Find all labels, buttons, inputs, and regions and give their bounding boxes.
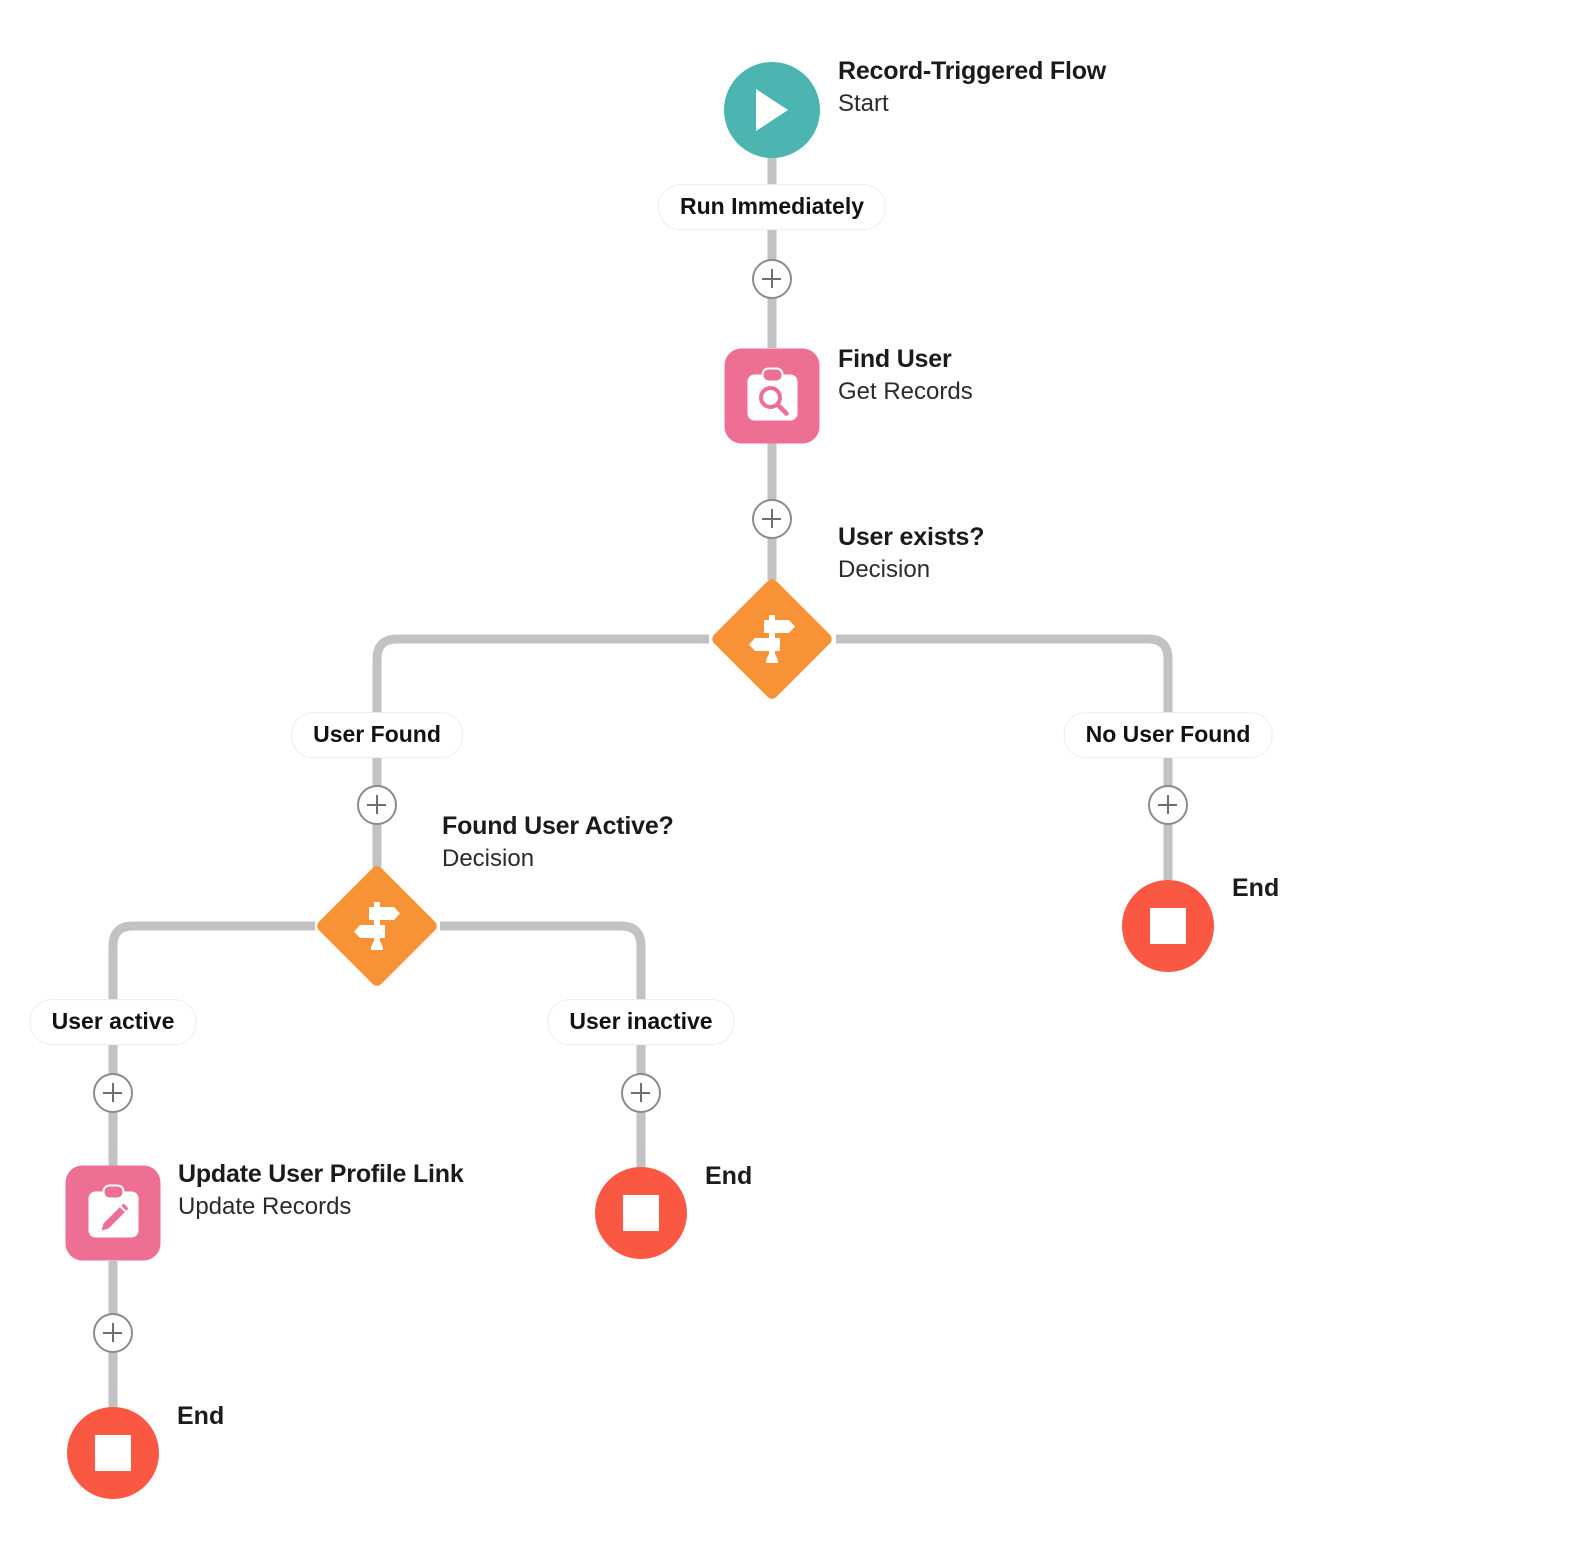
add-element-button-user-found-branch[interactable] [357, 785, 397, 825]
end-node-label-user-inactive: End [705, 1162, 753, 1190]
update-user-profile-link-subtitle: Update Records [178, 1192, 352, 1220]
stop-square-icon [1150, 908, 1186, 944]
end-node-label-no-user-found: End [1232, 874, 1280, 902]
start-node[interactable] [724, 62, 820, 158]
connector-label-run-immediately[interactable]: Run Immediately [657, 184, 887, 230]
add-element-button-after-find-user[interactable] [752, 499, 792, 539]
decision-user-exists-title: User exists? [838, 523, 985, 551]
end-node-user-inactive [595, 1167, 687, 1259]
add-element-button-user-inactive-branch[interactable] [621, 1073, 661, 1113]
end-node-label-user-active: End [177, 1402, 225, 1430]
decision-user-exists-text: User exists? Decision [838, 523, 984, 584]
start-node-subtitle: Start [838, 89, 889, 117]
add-element-button-user-active-branch[interactable] [93, 1073, 133, 1113]
connector-label-user-active[interactable]: User active [29, 999, 197, 1045]
clipboard-search-icon [747, 367, 797, 420]
end-node-circle [67, 1407, 159, 1499]
add-element-button-after-update-records[interactable] [93, 1313, 133, 1353]
play-icon [756, 89, 788, 131]
signpost-icon [354, 902, 400, 950]
update-user-profile-link-text: Update User Profile Link Update Records [178, 1160, 464, 1221]
decision-found-user-active-title: Found User Active? [442, 812, 674, 840]
signpost-icon [749, 615, 795, 663]
find-user-node-subtitle: Get Records [838, 377, 973, 405]
start-node-title: Record-Triggered Flow [838, 57, 1107, 85]
start-node-circle[interactable] [724, 62, 820, 158]
add-element-button-no-user-found-branch[interactable] [1148, 785, 1188, 825]
update-records-icon-square[interactable] [65, 1165, 161, 1261]
update-user-profile-link-title: Update User Profile Link [178, 1160, 464, 1188]
stop-square-icon [623, 1195, 659, 1231]
connector-label-user-found[interactable]: User Found [291, 712, 463, 758]
find-user-node-title: Find User [838, 345, 952, 373]
decision-user-exists-node[interactable] [709, 576, 835, 702]
decision-found-user-active-text: Found User Active? Decision [442, 812, 674, 873]
add-element-button-after-start[interactable] [752, 259, 792, 299]
find-user-node-text: Find User Get Records [838, 345, 973, 406]
find-user-node[interactable] [724, 348, 820, 444]
connector-label-no-user-found[interactable]: No User Found [1063, 712, 1273, 758]
decision-user-exists-subtitle: Decision [838, 555, 931, 583]
end-node-no-user-found [1122, 880, 1214, 972]
decision-found-user-active-subtitle: Decision [442, 844, 535, 872]
decision-found-user-active-node[interactable] [314, 863, 440, 989]
update-user-profile-link-node[interactable] [65, 1165, 161, 1261]
clipboard-pencil-icon [88, 1184, 138, 1237]
end-node-circle [1122, 880, 1214, 972]
start-node-text: Record-Triggered Flow Start [838, 57, 1106, 118]
decision-user-exists-diamond[interactable] [709, 576, 835, 702]
end-node-circle [595, 1167, 687, 1259]
find-user-icon-square[interactable] [724, 348, 820, 444]
connector-label-user-inactive[interactable]: User inactive [547, 999, 735, 1045]
stop-square-icon [95, 1435, 131, 1471]
end-node-user-active [67, 1407, 159, 1499]
decision-found-user-active-diamond[interactable] [314, 863, 440, 989]
